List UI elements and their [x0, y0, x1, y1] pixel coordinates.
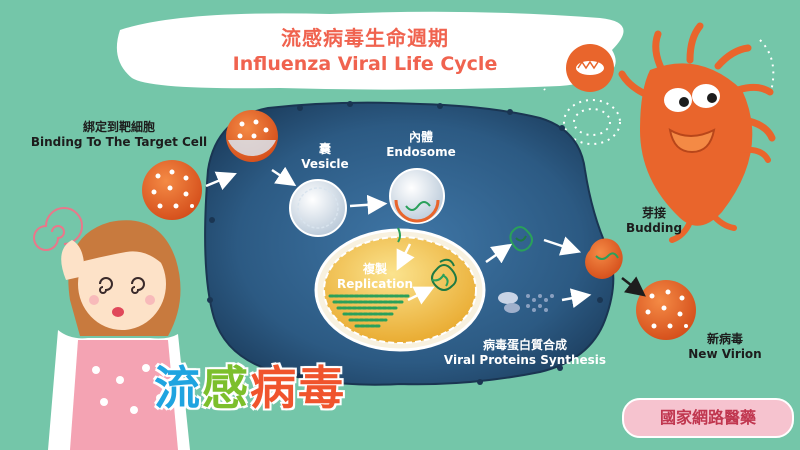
label-endosome-en: Endosome [386, 145, 456, 159]
label-binding-en: Binding To The Target Cell [30, 135, 208, 149]
virus-binding-2-icon [226, 110, 278, 162]
title-banner [116, 11, 624, 90]
label-proteins-zh: 病毒蛋白質合成 [482, 338, 567, 352]
dotted-trail [531, 39, 775, 145]
label-vesicle-en: Vesicle [301, 157, 349, 171]
virus-binding-1-icon [142, 160, 202, 220]
big-title-char-3: 病 [249, 360, 298, 416]
label-budding-en: Budding [625, 221, 683, 235]
rna-clump-nucleus [431, 258, 457, 291]
big-title-char-4: 毒 [297, 360, 346, 416]
label-new-virion-zh: 新病毒 [706, 332, 743, 346]
label-replication-en: Replication [336, 277, 414, 291]
label-new-virion: 新病毒 New Virion [670, 332, 780, 362]
arrow-icon [205, 166, 592, 309]
character-virus-icon [618, 22, 776, 243]
virus-badge-icon [566, 44, 614, 92]
rna-clump-cytoplasm [509, 226, 533, 252]
arrow-budding-out-icon [621, 276, 646, 297]
label-budding-zh: 芽接 [641, 206, 666, 220]
label-vesicle-zh: 囊 [318, 142, 331, 156]
label-budding: 芽接 Budding [614, 206, 694, 236]
big-title-char-1: 流 [153, 360, 202, 416]
replication-strands [328, 294, 412, 328]
woman-icon [48, 220, 190, 450]
label-proteins-en: Viral Proteins Synthesis [443, 353, 607, 367]
label-replication-zh: 複製 [362, 262, 387, 276]
vesicle-icon [289, 179, 347, 237]
label-endosome: 內體 Endosome [376, 130, 466, 160]
protein-synthesis-icon [498, 292, 554, 313]
diagram-title: 流感病毒生命週期 Influenza Viral Life Cycle [140, 14, 590, 84]
label-endosome-zh: 內體 [408, 130, 433, 144]
cell-membrane-spikes [207, 101, 603, 385]
big-title-char-2: 感 [201, 360, 250, 416]
brand-badge: 國家網路醫藥 [622, 398, 794, 438]
big-title: 流感病毒 [153, 352, 346, 418]
title-zh: 流感病毒生命週期 [281, 26, 449, 50]
swirl-icon [33, 207, 83, 251]
label-vesicle: 囊 Vesicle [290, 142, 360, 172]
label-proteins: 病毒蛋白質合成 Viral Proteins Synthesis [440, 338, 610, 368]
label-new-virion-en: New Virion [688, 347, 762, 361]
virus-budding-icon [585, 238, 623, 279]
label-replication: 複製 Replication [330, 262, 420, 292]
label-binding-zh: 綁定到靶細胞 [82, 120, 155, 134]
title-en: Influenza Viral Life Cycle [232, 53, 498, 75]
endosome-icon [388, 168, 446, 243]
virus-new-virion-icon [636, 280, 696, 340]
label-binding: 綁定到靶細胞 Binding To The Target Cell [14, 120, 224, 150]
